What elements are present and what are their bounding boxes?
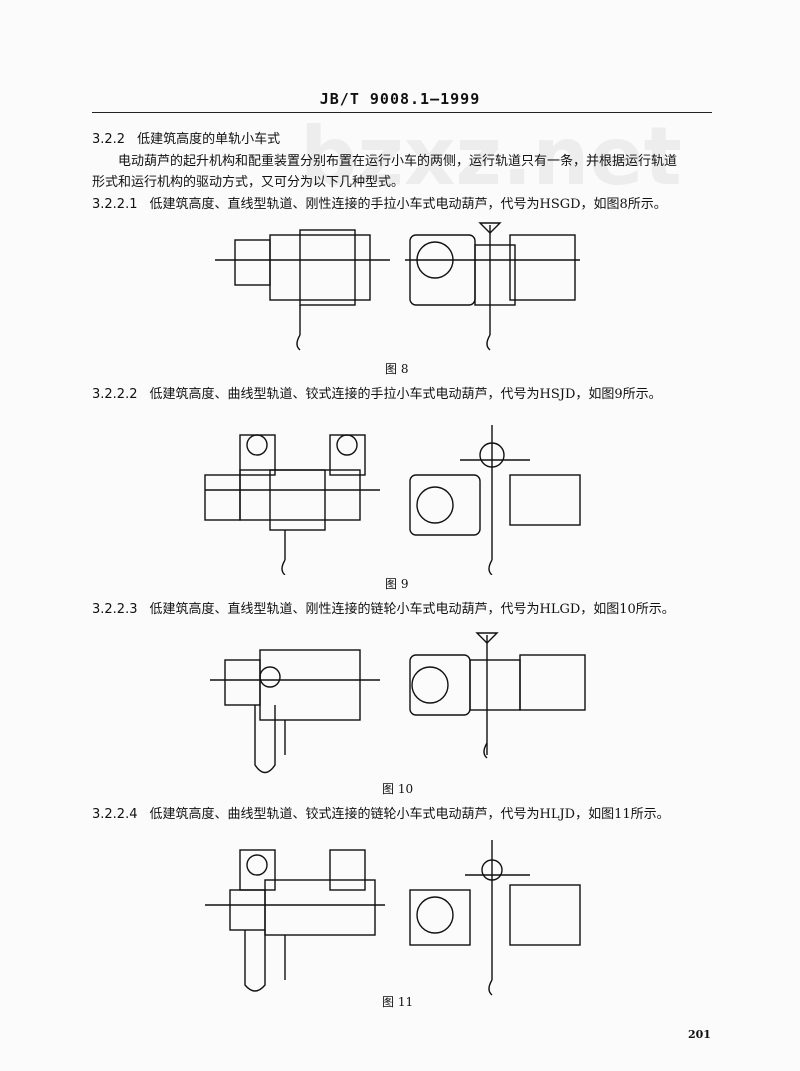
paragraph-line: 电动葫芦的起升机构和配重装置分别布置在运行小车的两侧，运行轨道只有一条，并根据运… [118, 154, 678, 169]
figure-8-drawing [215, 222, 580, 351]
figure-10-drawing [210, 632, 586, 774]
page-number: 201 [688, 1028, 711, 1041]
figure-10-caption: 图 10 [382, 782, 414, 796]
figure-9-caption: 图 9 [385, 577, 409, 591]
header-rule [92, 112, 712, 113]
standard-header: JB/T 9008.1—1999 [319, 90, 481, 108]
watermark: bzxz.net [300, 110, 682, 203]
paragraph-line: 形式和运行机构的驱动方式，又可分为以下几种型式。 [92, 175, 405, 190]
figure-8-caption: 图 8 [385, 362, 409, 376]
figure-11-drawing [205, 840, 581, 996]
figure-11-caption: 图 11 [382, 995, 414, 1009]
figure-9-drawing [204, 425, 581, 575]
